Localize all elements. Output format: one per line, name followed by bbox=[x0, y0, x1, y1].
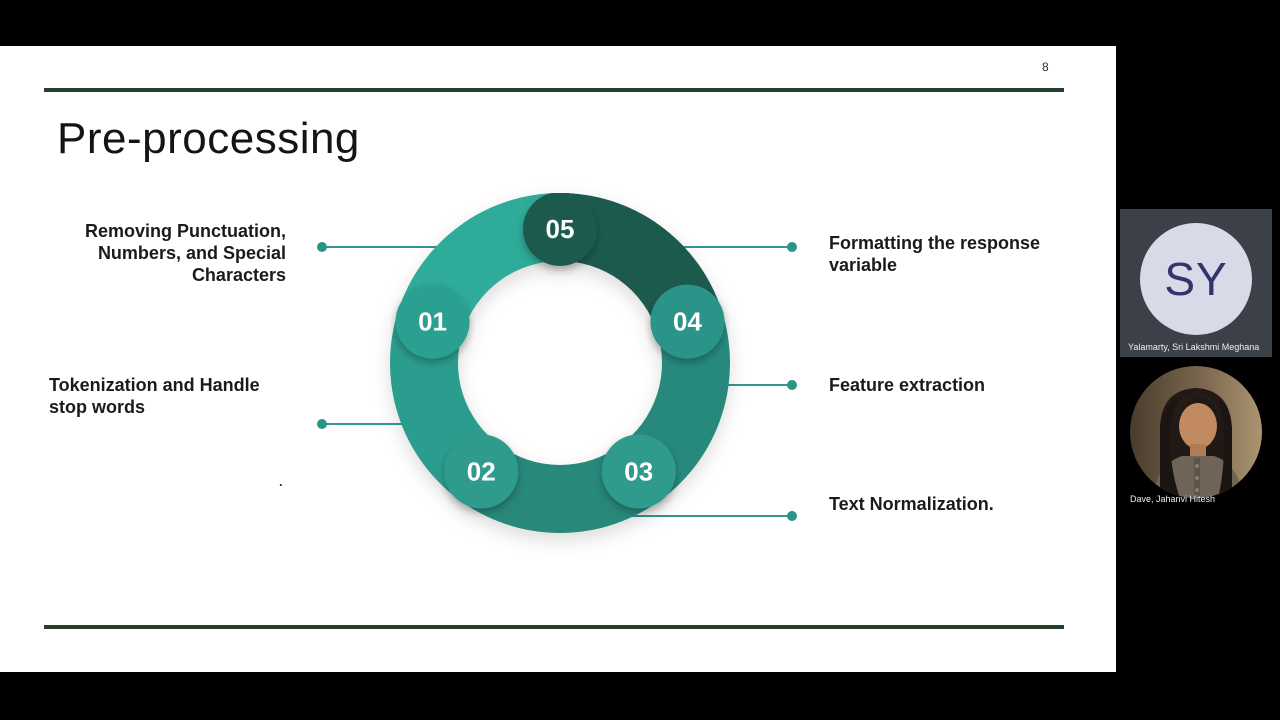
leader-dot bbox=[787, 511, 797, 521]
step-bubble-03 bbox=[601, 434, 676, 509]
leader-line-right-middle bbox=[726, 384, 790, 386]
annotation-feature-extraction: Feature extraction bbox=[829, 375, 986, 395]
participant-photo bbox=[1130, 366, 1262, 498]
step-number-05: 05 bbox=[546, 214, 575, 244]
step-number-02: 02 bbox=[467, 456, 496, 486]
stray-period-mark: . bbox=[279, 474, 283, 489]
avatar-initials-text: SY bbox=[1164, 253, 1228, 305]
leader-line-right-top bbox=[676, 246, 790, 248]
participant-tile-dave[interactable]: Dave, Jahanvi Hitesh bbox=[1120, 364, 1272, 512]
step-bubble-04 bbox=[650, 284, 725, 359]
participant-video-strip: SY Yalamarty, Sri Lakshmi Meghana bbox=[1116, 0, 1280, 720]
avatar bbox=[1130, 366, 1262, 498]
step-number-04: 04 bbox=[673, 307, 702, 337]
leader-dot bbox=[317, 242, 327, 252]
step-bubble-01 bbox=[395, 284, 470, 359]
leader-line-left-top bbox=[326, 246, 438, 248]
participant-name-label: Yalamarty, Sri Lakshmi Meghana bbox=[1128, 342, 1260, 352]
annotation-text-normalization: Text Normalization. bbox=[829, 494, 994, 514]
leader-line-right-bottom bbox=[618, 515, 790, 517]
annotation-formatting-response: Formatting the response variable bbox=[829, 233, 1041, 275]
leader-dot bbox=[787, 242, 797, 252]
process-cycle-diagram: 01 02 03 04 05 bbox=[390, 193, 730, 533]
leader-dot bbox=[787, 380, 797, 390]
step-bubble-02 bbox=[444, 434, 519, 509]
bottom-rule-divider bbox=[44, 625, 1064, 629]
annotation-removing-punctuation: Removing Punctuation, Numbers, and Speci… bbox=[84, 221, 286, 285]
leader-line-left-bottom bbox=[326, 423, 404, 425]
leader-dot bbox=[317, 419, 327, 429]
step-bubble-05 bbox=[523, 193, 597, 266]
avatar: SY bbox=[1140, 223, 1252, 335]
step-number-03: 03 bbox=[624, 456, 653, 486]
top-rule-divider bbox=[44, 88, 1064, 92]
participant-name-label: Dave, Jahanvi Hitesh bbox=[1130, 494, 1216, 504]
participant-tile-yalamarty[interactable]: SY Yalamarty, Sri Lakshmi Meghana bbox=[1120, 209, 1272, 357]
slide-page-number: 8 bbox=[1042, 60, 1049, 74]
shared-slide: 8 Pre-processing bbox=[0, 46, 1116, 672]
step-number-01: 01 bbox=[418, 307, 447, 337]
slide-title: Pre-processing bbox=[57, 114, 360, 163]
annotation-tokenization: Tokenization and Handle stop words bbox=[49, 375, 260, 417]
